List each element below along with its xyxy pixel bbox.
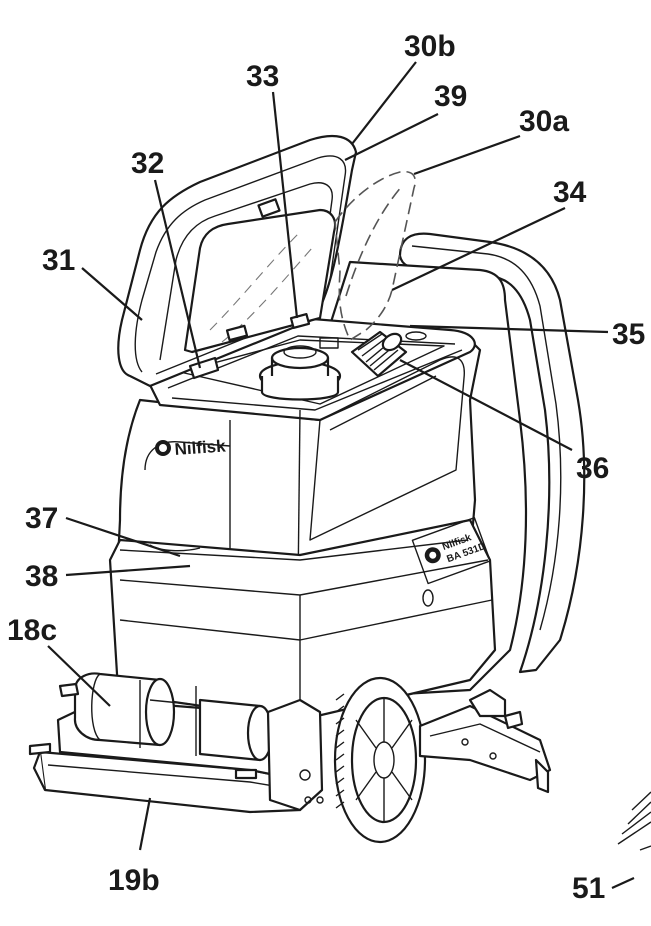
callout-18c: 18c: [7, 614, 57, 647]
handle: [398, 232, 586, 674]
front-logo: Nilfisk: [155, 436, 227, 459]
rear-wheel: [333, 676, 427, 844]
callout-39: 39: [434, 80, 467, 113]
hose-coupling: [350, 330, 408, 378]
squeegee: [418, 688, 552, 794]
side-panel-recess: [309, 356, 465, 541]
brand-logo-text: Nilfisk: [174, 436, 227, 459]
callout-32: 32: [131, 147, 164, 180]
tank-interior: [179, 330, 445, 405]
callout-19b: 19b: [108, 864, 160, 897]
callout-37: 37: [25, 502, 58, 535]
lid-alternate-position: [334, 170, 416, 342]
callout-38: 38: [25, 560, 58, 593]
callout-35: 35: [612, 318, 645, 351]
callout-30b: 30b: [404, 30, 456, 63]
callout-33: 33: [246, 60, 279, 93]
brush-motor: [73, 672, 176, 747]
callout-34: 34: [553, 176, 587, 209]
leader-lines: [47, 61, 635, 890]
machine-body: [108, 232, 586, 722]
detail-fragment: [617, 791, 651, 851]
callout-labels: 30b 33 39 30a 32 34 31 35 36 37 38 18c 1…: [7, 30, 645, 905]
callout-31: 31: [42, 244, 75, 277]
brush-deck: [28, 672, 324, 814]
callout-36: 36: [576, 452, 609, 485]
callout-30a: 30a: [519, 105, 569, 138]
callout-51: 51: [572, 872, 605, 905]
